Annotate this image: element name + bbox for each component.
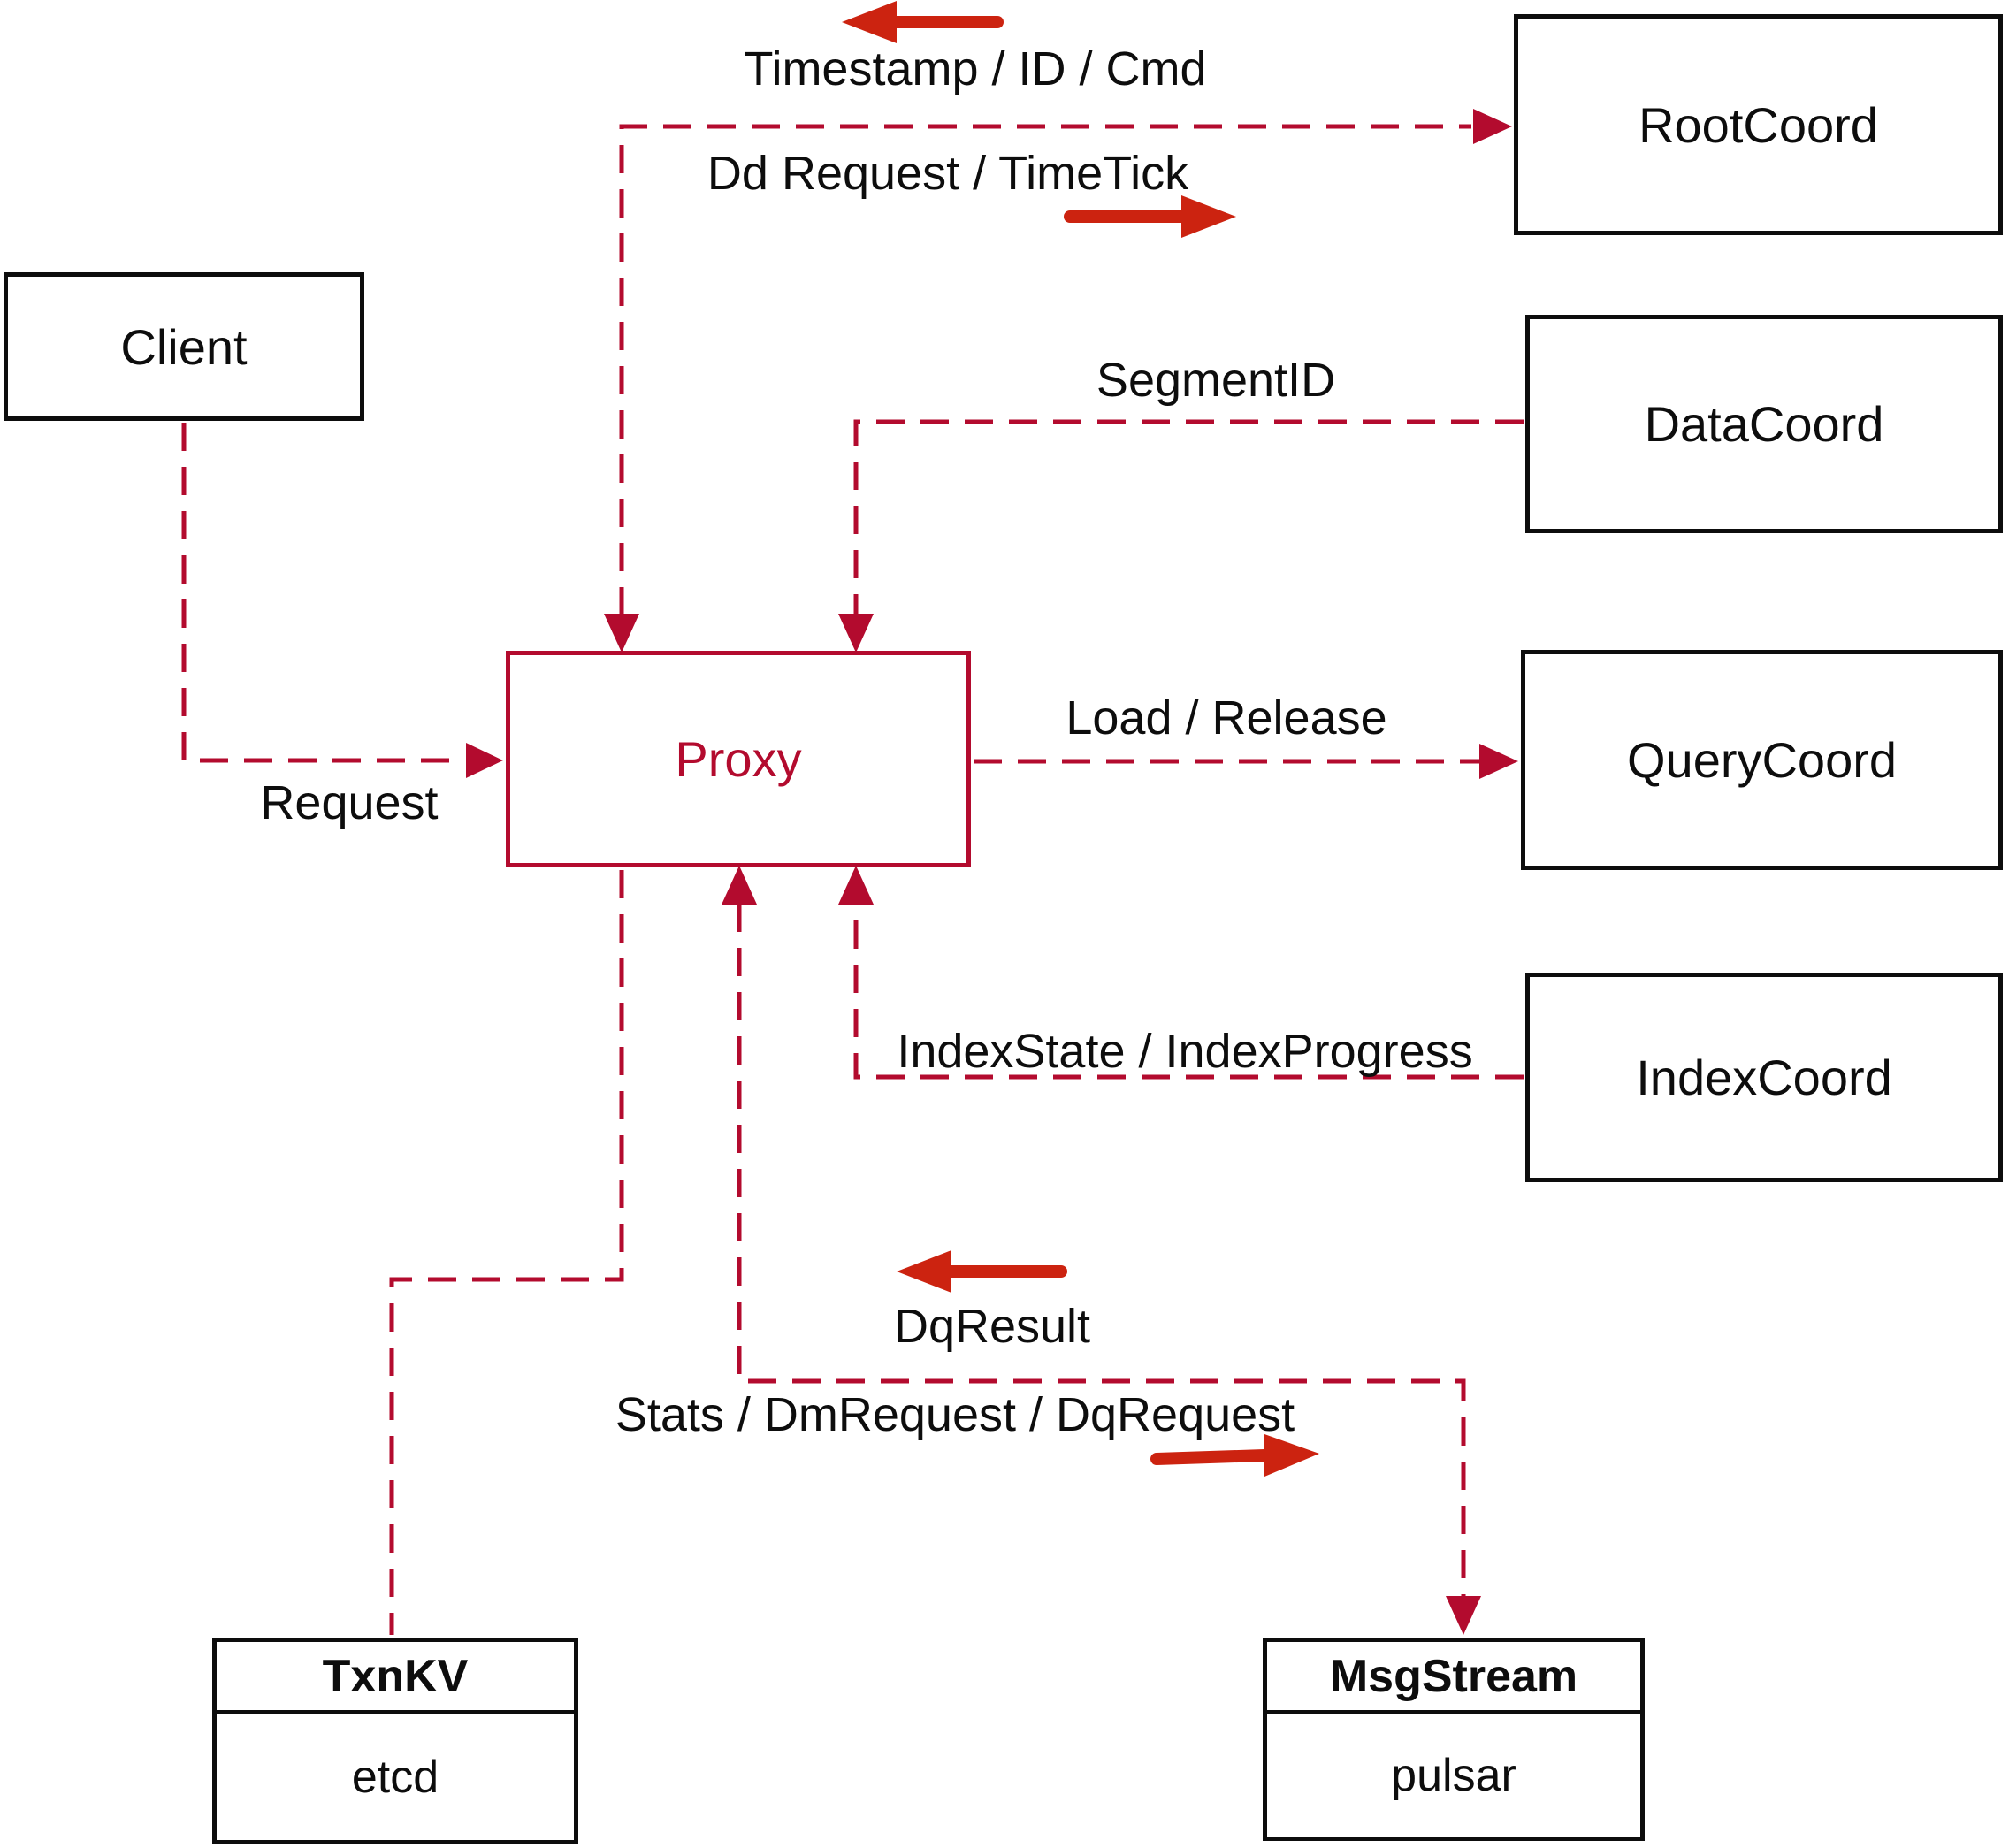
direction-arrow-timestamp-left-icon	[842, 1, 1004, 43]
edge-label-timestamp-id-cmd: Timestamp / ID / Cmd	[744, 42, 1207, 95]
direction-arrow-dqresult-left-icon	[897, 1250, 1067, 1293]
msgstream-node: MsgStream pulsar	[1263, 1638, 1645, 1841]
arrowhead-into-querycoord-icon	[1479, 744, 1518, 779]
edge-datacoord-proxy	[853, 419, 1524, 614]
rootcoord-label: RootCoord	[1639, 96, 1878, 153]
edge-label-index-state-progress: IndexState / IndexProgress	[897, 1025, 1473, 1078]
indexcoord-label: IndexCoord	[1636, 1050, 1892, 1105]
querycoord-node: QueryCoord	[1521, 650, 2003, 870]
edge-label-dq-result: DqResult	[893, 1300, 1091, 1353]
client-label: Client	[120, 318, 248, 375]
edge-label-request: Request	[260, 776, 439, 829]
arrowhead-into-proxy-top-left-icon	[604, 614, 639, 653]
datacoord-label: DataCoord	[1644, 396, 1884, 452]
arrowhead-into-msgstream-icon	[1446, 1596, 1481, 1635]
edge-label-load-release: Load / Release	[1066, 691, 1387, 745]
client-node: Client	[4, 272, 364, 421]
edge-proxy-msgstream	[737, 904, 1466, 1597]
arrowhead-into-proxy-bottom-right-icon	[838, 866, 874, 905]
edge-label-stats-dm-dq-request: Stats / DmRequest / DqRequest	[615, 1388, 1295, 1441]
datacoord-node: DataCoord	[1525, 315, 2003, 533]
querycoord-label: QueryCoord	[1626, 732, 1898, 788]
rootcoord-node: RootCoord	[1514, 14, 2003, 235]
arrowhead-into-proxy-left-icon	[466, 743, 503, 778]
arrowhead-into-proxy-bottom-left-icon	[722, 866, 757, 905]
edge-proxy-txnkv	[389, 870, 624, 1635]
txnkv-subtitle: etcd	[351, 1752, 439, 1803]
txnkv-title: TxnKV	[217, 1642, 574, 1714]
msgstream-subtitle: pulsar	[1391, 1750, 1516, 1801]
direction-arrow-ddrequest-right-icon	[1064, 195, 1236, 238]
indexcoord-node: IndexCoord	[1525, 973, 2003, 1182]
arrowhead-into-rootcoord-icon	[1473, 109, 1512, 144]
proxy-label: Proxy	[675, 731, 802, 787]
proxy-node: Proxy	[506, 651, 971, 867]
direction-arrow-stats-right-icon	[1150, 1434, 1319, 1477]
txnkv-node: TxnKV etcd	[212, 1638, 578, 1844]
edge-label-dd-request-timetick: Dd Request / TimeTick	[707, 147, 1189, 200]
edge-indexcoord-proxy	[853, 905, 1524, 1080]
edge-label-segment-id: SegmentID	[1096, 354, 1336, 407]
edge-proxy-rootcoord	[619, 124, 1471, 615]
edge-client-proxy	[181, 423, 465, 763]
arrowhead-into-proxy-top-right-icon	[838, 614, 874, 653]
msgstream-title: MsgStream	[1267, 1642, 1640, 1714]
